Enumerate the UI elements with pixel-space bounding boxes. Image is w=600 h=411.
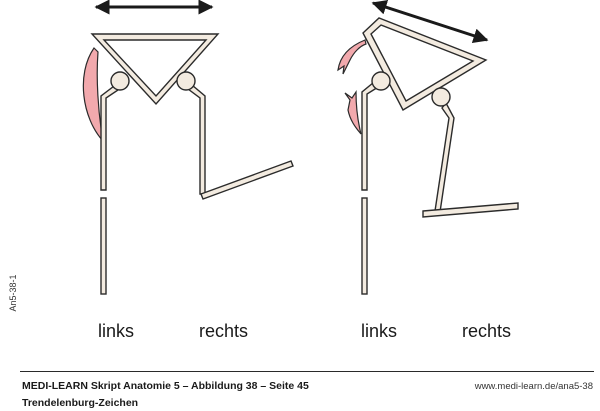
right-tibia-right-leg — [422, 202, 519, 218]
left-figure — [82, 0, 294, 295]
trendelenburg-diagram — [82, 0, 519, 295]
footer-url[interactable]: www.medi-learn.de/ana5-38 — [474, 381, 593, 392]
right-muscle-fragment-upper — [337, 39, 367, 75]
label-left-rechts: rechts — [199, 321, 249, 341]
right-pelvis-arrow — [371, 0, 489, 43]
left-hip-joint-right — [176, 71, 196, 91]
label-left-links: links — [98, 321, 135, 341]
right-hip-joint-right — [431, 87, 451, 107]
right-tibia-left-leg — [361, 197, 368, 295]
right-femur-left-leg — [361, 76, 384, 191]
right-figure — [337, 0, 519, 295]
right-femur-right-leg — [434, 101, 455, 213]
right-hip-joint-left — [371, 71, 391, 91]
left-tibia-right-leg — [200, 160, 294, 200]
footer-divider — [20, 371, 594, 372]
footer-title: MEDI-LEARN Skript Anatomie 5 – Abbildung… — [22, 380, 309, 392]
left-femur-left-leg — [100, 78, 125, 191]
left-tibia-left-leg — [100, 197, 107, 295]
label-right-links: links — [361, 321, 398, 341]
figure-caption: Trendelenburg-Zeichen — [22, 397, 139, 409]
right-muscle-fragment-lower — [344, 90, 362, 135]
side-figure-id: An5-38-1 — [8, 274, 18, 312]
left-hip-joint-left — [110, 71, 130, 91]
left-pelvis — [90, 33, 220, 106]
label-right-rechts: rechts — [462, 321, 512, 341]
left-femur-right-leg — [183, 78, 206, 195]
right-pelvis — [362, 17, 488, 111]
left-gluteus-muscle — [82, 47, 104, 143]
